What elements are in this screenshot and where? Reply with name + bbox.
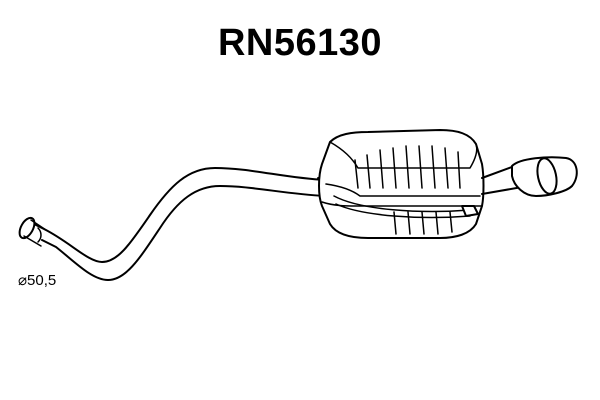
- mounting-strap: [333, 195, 479, 219]
- muffler: [318, 129, 485, 239]
- inlet-pipe: [29, 167, 326, 281]
- tailpipe: [481, 156, 578, 197]
- inlet-pipe-end: [18, 216, 47, 247]
- muffler-ribs: [354, 145, 461, 235]
- part-number-title: RN56130: [217, 22, 383, 64]
- inlet-diameter-label: ⌀50,5: [18, 272, 57, 289]
